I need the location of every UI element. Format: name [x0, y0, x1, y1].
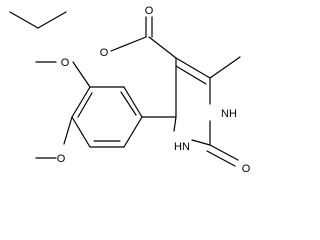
bond-ar3-o-upper	[72, 61, 91, 88]
bond-ar1-ar2	[123, 86, 143, 118]
bond-c2-n3	[191, 139, 211, 146]
atom-label-urea-o: O	[242, 163, 251, 175]
atom-label-methoxy-o-lower: O	[57, 153, 66, 165]
bond-c5-c6-inner	[175, 65, 207, 85]
bond-ethyl-ch2-o	[37, 11, 67, 29]
bond-o-carbonylc	[110, 36, 147, 52]
molecule-canvas: O O NH HN O O O	[9, 5, 251, 175]
molecule-structure: O O NH HN O O O	[9, 5, 251, 175]
bond-c2-o-double-b	[206, 150, 236, 167]
bond-ar1-ar2-inner	[120, 91, 137, 116]
atom-label-nh-lower: HN	[174, 141, 190, 153]
bond-n3-c4	[173, 116, 177, 132]
bond-ar3-ar4-inner	[77, 92, 93, 118]
atom-label-nh-upper: NH	[221, 108, 237, 120]
bond-c2-o-double-a	[209, 144, 239, 161]
bond-ar3-ar4	[71, 86, 91, 118]
atom-label-methoxy-o-upper: O	[61, 57, 70, 69]
atom-label-ester-o-single: O	[100, 47, 109, 59]
bond-ethyl-ch3-ch2	[9, 11, 39, 29]
bond-carbonylc-c5	[148, 36, 177, 59]
bond-c5-c6-double	[175, 57, 211, 79]
bond-ar4-ar5	[71, 116, 91, 148]
bond-c6-methyl	[209, 56, 241, 79]
bond-ar4-o-lower	[63, 116, 73, 145]
bond-ar6-ar1	[123, 116, 143, 148]
atom-label-ester-o-carbonyl: O	[145, 5, 154, 17]
